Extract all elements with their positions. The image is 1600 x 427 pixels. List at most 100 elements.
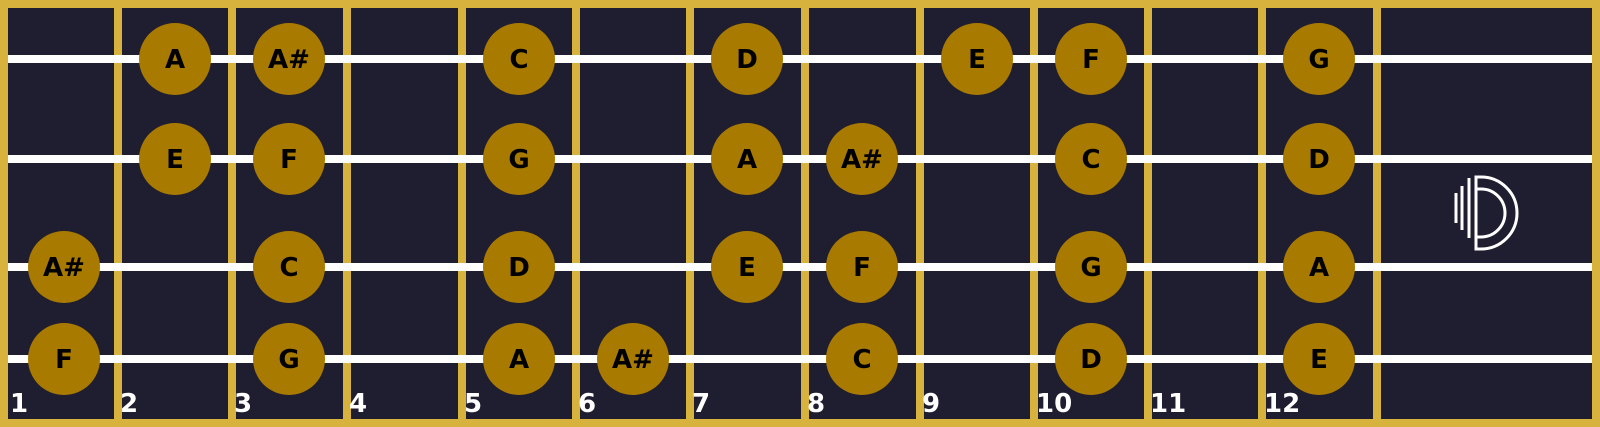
note-label: F bbox=[1082, 45, 1100, 75]
note-dot-circle bbox=[1055, 231, 1127, 303]
fret-number-1: 1 bbox=[10, 389, 28, 419]
note-dot: F bbox=[253, 123, 325, 195]
note-dot-circle bbox=[253, 231, 325, 303]
note-label: G bbox=[508, 145, 529, 175]
note-label: F bbox=[853, 253, 871, 283]
fret-lines bbox=[114, 0, 1381, 427]
fret-number-10: 10 bbox=[1036, 389, 1072, 419]
fret-line-6 bbox=[686, 0, 694, 427]
note-dot-circle bbox=[826, 231, 898, 303]
note-label: E bbox=[968, 45, 986, 75]
note-label: D bbox=[736, 45, 758, 75]
fret-line-5 bbox=[572, 0, 580, 427]
note-dot: G bbox=[483, 123, 555, 195]
note-label: A# bbox=[612, 345, 654, 375]
string-line-4 bbox=[8, 355, 1592, 363]
note-dot: A bbox=[1283, 231, 1355, 303]
fret-line-4 bbox=[458, 0, 466, 427]
fret-number-2: 2 bbox=[120, 389, 138, 419]
note-dot: G bbox=[253, 323, 325, 395]
fret-line-3 bbox=[343, 0, 351, 427]
string-line-3 bbox=[8, 263, 1592, 271]
sound-d-logo-icon bbox=[1454, 175, 1519, 251]
note-dot: E bbox=[941, 23, 1013, 95]
note-dot-circle bbox=[483, 323, 555, 395]
string-line-2 bbox=[8, 155, 1592, 163]
note-dot-circle bbox=[139, 123, 211, 195]
fret-number-9: 9 bbox=[922, 389, 940, 419]
note-dot: A# bbox=[28, 231, 100, 303]
note-label: E bbox=[1310, 345, 1328, 375]
note-dot-circle bbox=[1283, 231, 1355, 303]
note-label: E bbox=[738, 253, 756, 283]
fret-number-6: 6 bbox=[578, 389, 596, 419]
fret-line-1 bbox=[114, 0, 122, 427]
note-dot: A# bbox=[826, 123, 898, 195]
note-dot-circle bbox=[28, 323, 100, 395]
fret-number-4: 4 bbox=[349, 389, 367, 419]
note-label: E bbox=[166, 145, 184, 175]
note-dot-circle bbox=[1055, 323, 1127, 395]
note-dot: D bbox=[1055, 323, 1127, 395]
fret-line-10 bbox=[1144, 0, 1152, 427]
note-label: F bbox=[55, 345, 73, 375]
fret-line-7 bbox=[801, 0, 809, 427]
note-label: A# bbox=[43, 253, 85, 283]
note-dot-circle bbox=[1055, 123, 1127, 195]
note-label: D bbox=[1308, 145, 1330, 175]
note-label: G bbox=[1080, 253, 1101, 283]
note-dot-circle bbox=[826, 123, 898, 195]
fret-line-2 bbox=[228, 0, 236, 427]
note-label: C bbox=[1081, 145, 1100, 175]
note-dot: A bbox=[139, 23, 211, 95]
string-line-1 bbox=[8, 55, 1592, 63]
fret-number-7: 7 bbox=[692, 389, 710, 419]
fret-line-9 bbox=[1030, 0, 1038, 427]
note-dot: F bbox=[28, 323, 100, 395]
note-dot-circle bbox=[1283, 323, 1355, 395]
note-dot-circle bbox=[1055, 23, 1127, 95]
note-dot: E bbox=[139, 123, 211, 195]
note-dot: E bbox=[711, 231, 783, 303]
note-label: F bbox=[280, 145, 298, 175]
note-dot-circle bbox=[826, 323, 898, 395]
note-dot: A bbox=[483, 323, 555, 395]
fret-number-11: 11 bbox=[1150, 389, 1186, 419]
note-dot-circle bbox=[1283, 23, 1355, 95]
fret-line-8 bbox=[916, 0, 924, 427]
note-label: A bbox=[1309, 253, 1329, 283]
fret-number-5: 5 bbox=[464, 389, 482, 419]
note-dot-circle bbox=[597, 323, 669, 395]
fret-line-11 bbox=[1258, 0, 1266, 427]
note-label: C bbox=[852, 345, 871, 375]
note-label: D bbox=[508, 253, 530, 283]
note-label: A# bbox=[268, 45, 310, 75]
note-dot: E bbox=[1283, 323, 1355, 395]
fret-number-8: 8 bbox=[807, 389, 825, 419]
note-dot-circle bbox=[483, 123, 555, 195]
note-dot-circle bbox=[1283, 123, 1355, 195]
fret-number-12: 12 bbox=[1264, 389, 1300, 419]
note-dot-circle bbox=[28, 231, 100, 303]
note-dot: C bbox=[826, 323, 898, 395]
fret-number-3: 3 bbox=[234, 389, 252, 419]
note-dot: G bbox=[1055, 231, 1127, 303]
note-label: C bbox=[279, 253, 298, 283]
note-label: C bbox=[509, 45, 528, 75]
note-dot: D bbox=[711, 23, 783, 95]
note-dot: C bbox=[253, 231, 325, 303]
note-dot-circle bbox=[253, 323, 325, 395]
note-dot: G bbox=[1283, 23, 1355, 95]
note-label: A# bbox=[841, 145, 883, 175]
note-label: G bbox=[1308, 45, 1329, 75]
note-dot-circle bbox=[483, 23, 555, 95]
note-dot: F bbox=[1055, 23, 1127, 95]
note-label: A bbox=[165, 45, 185, 75]
note-dot-circle bbox=[711, 23, 783, 95]
note-dot-circle bbox=[941, 23, 1013, 95]
note-dot: C bbox=[1055, 123, 1127, 195]
fret-line-12 bbox=[1373, 0, 1381, 427]
